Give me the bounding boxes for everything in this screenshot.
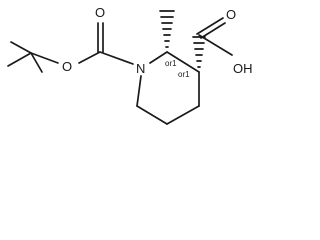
c2-stereo-label: or1 bbox=[165, 59, 177, 68]
ring-nitrogen-label: N bbox=[136, 61, 145, 76]
acid-carbonyl-double-bond-b bbox=[200, 22, 226, 39]
ester-oxygen-label: O bbox=[62, 59, 72, 74]
ring-bond-n-c2 bbox=[149, 51, 168, 64]
boc-carbonyl-oxygen-label: O bbox=[95, 5, 105, 20]
c3-stereo-label: or1 bbox=[178, 70, 190, 79]
tbu-bond-to-oxygen bbox=[30, 52, 59, 64]
c3-carboxyl-hashed-wedge bbox=[192, 36, 206, 68]
ester-o-to-carbonyl-bond bbox=[78, 51, 101, 64]
carbonyl-to-nitrogen-bond bbox=[99, 51, 134, 65]
ring-bond-c5-c6 bbox=[136, 105, 168, 125]
acid-c-oh-bond bbox=[198, 34, 233, 56]
tbu-bond-methyl-left bbox=[7, 52, 32, 67]
acid-carbonyl-oxygen-label: O bbox=[226, 7, 236, 22]
ring-bond-c2-c3 bbox=[166, 51, 200, 73]
hydroxyl-label: OH bbox=[233, 61, 253, 76]
tbu-bond-methyl-top bbox=[10, 41, 32, 54]
ring-bond-c4-c5 bbox=[166, 105, 200, 125]
acid-carbonyl-double-bond-a bbox=[196, 17, 224, 35]
chemical-structure: O O N O OH or1 or1 bbox=[7, 5, 253, 125]
ring-bond-c6-n bbox=[136, 75, 142, 107]
tbu-bond-methyl-bottom bbox=[30, 52, 43, 73]
c2-methyl-hashed-wedge bbox=[159, 10, 175, 48]
